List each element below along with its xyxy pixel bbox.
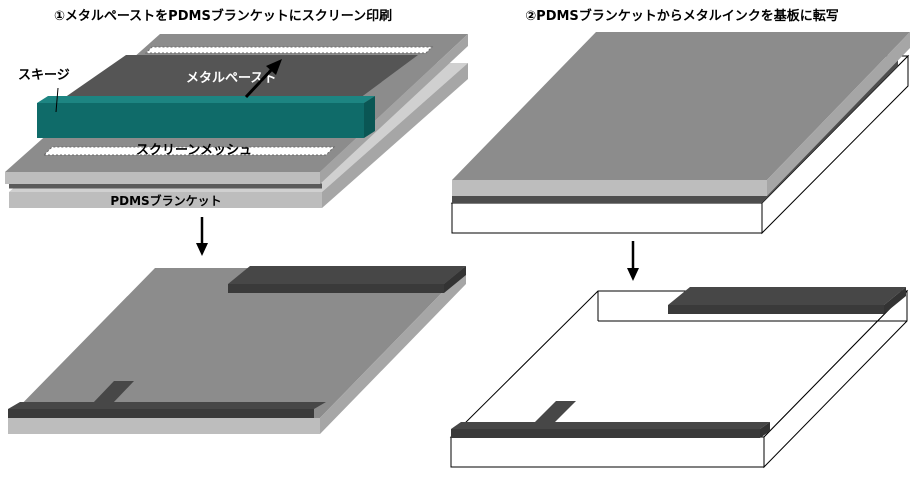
step2-title: ②PDMSブランケットからメタルインクを基板に転写 <box>525 8 839 24</box>
metal-paste-area <box>64 55 418 98</box>
step1-title: ①メタルペーストをPDMSブランケットにスクリーン印刷 <box>54 8 392 24</box>
blanket-layer-front <box>9 192 322 208</box>
printed-line-top-front <box>228 284 444 293</box>
mesh-strip-front <box>42 146 336 156</box>
transferred-branch <box>534 401 576 423</box>
printed-blanket-front <box>8 418 320 434</box>
metal-paste-label: メタルペースト <box>186 71 276 86</box>
down-arrow-left <box>196 217 208 256</box>
squeegee-top <box>37 96 375 103</box>
transferred-substrate <box>449 287 909 469</box>
printed-line-bottom <box>8 402 326 409</box>
blanket-layer-side <box>322 63 468 208</box>
transferred-line-bottom-side <box>760 422 770 438</box>
printed-blanket-side <box>320 268 466 434</box>
squeegee-motion-arrowhead <box>266 59 282 75</box>
printed-blanket <box>8 266 466 434</box>
transferred-line-top-front <box>668 305 884 314</box>
pdms-blanket-label: PDMSブランケット <box>110 193 221 208</box>
squeegee-end <box>364 96 375 138</box>
printed-blanket-top <box>8 268 466 418</box>
screen-mesh-label: スクリーンメッシュ <box>136 143 252 158</box>
ink-line-front <box>452 196 762 203</box>
screen-layer-front <box>5 172 320 184</box>
printed-line-bottom-front <box>8 409 314 418</box>
squeegee-callout-line <box>55 87 59 113</box>
printed-branch <box>92 381 134 404</box>
transferred-line-bottom <box>451 422 770 429</box>
inverted-blanket-side <box>767 32 910 196</box>
transfer-step: ②PDMSブランケットからメタルインクを基板に転写 <box>450 8 910 235</box>
inverted-blanket-top <box>452 32 910 180</box>
result-substrate-front <box>450 436 765 468</box>
squeegee-front <box>37 103 364 138</box>
inverted-blanket-front <box>452 180 767 196</box>
printed-line-top-side <box>444 266 466 293</box>
squeegee-label: スキージ <box>18 68 70 83</box>
mesh-strip-back <box>144 46 434 54</box>
squeegee-motion-arrow <box>244 65 276 99</box>
transferred-line-top-side <box>884 287 906 314</box>
printed-line-top <box>228 266 466 284</box>
screen-printing-step: ①メタルペーストをPDMSブランケットにスクリーン印刷 メタルペースト スクリー… <box>5 8 468 208</box>
screen-layer-side <box>320 34 468 184</box>
transferred-line-bottom-front <box>451 429 760 438</box>
down-arrow-right <box>627 241 639 281</box>
substrate-side-outline <box>761 54 909 235</box>
transferred-line-top <box>668 287 906 305</box>
substrate-front-outline <box>451 202 763 234</box>
